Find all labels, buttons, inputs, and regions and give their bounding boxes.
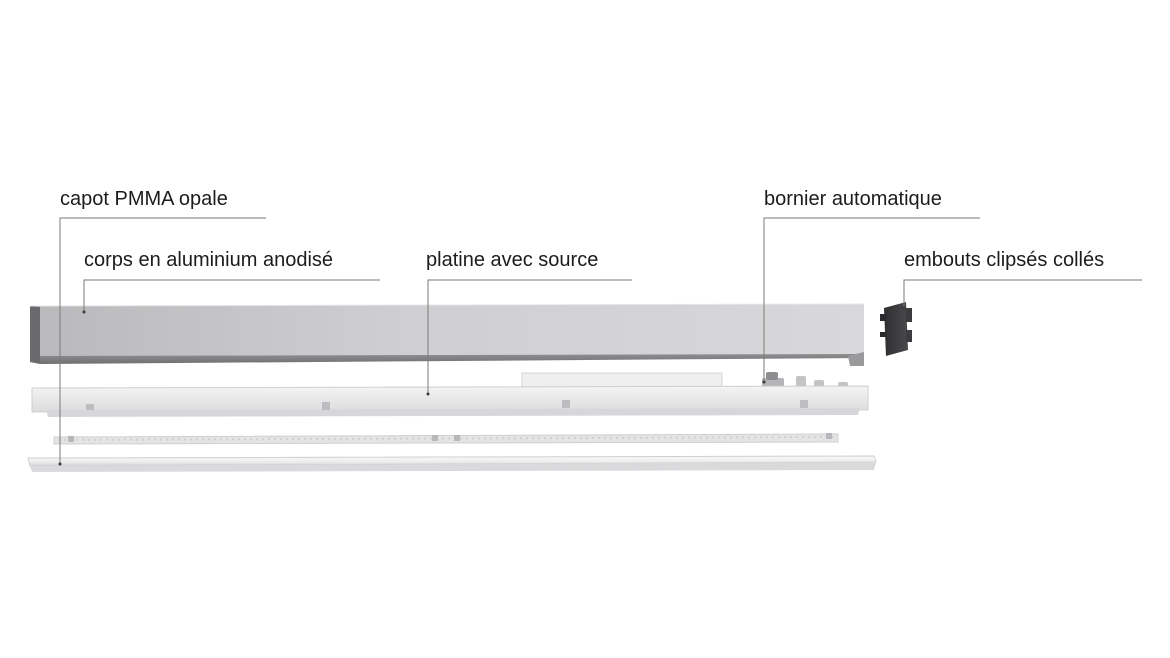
aluminium-body	[29, 303, 865, 366]
label-bornier: bornier automatique	[764, 188, 942, 210]
leader-corps	[83, 279, 380, 312]
label-capot: capot PMMA opale	[60, 188, 228, 210]
driver-box	[521, 372, 723, 388]
label-corps: corps en aluminium anodisé	[84, 249, 333, 271]
leader-embouts	[903, 279, 1142, 308]
mounting-plate	[31, 385, 869, 417]
end-cap	[880, 302, 912, 356]
label-embouts: embouts clipsés collés	[904, 249, 1104, 271]
led-strip	[53, 433, 839, 445]
leader-lines	[58, 217, 1142, 466]
label-platine: platine avec source	[426, 249, 598, 271]
leader-capot	[59, 217, 266, 464]
leader-platine	[427, 279, 632, 394]
leader-bornier	[763, 217, 980, 382]
opal-cover	[27, 455, 877, 472]
